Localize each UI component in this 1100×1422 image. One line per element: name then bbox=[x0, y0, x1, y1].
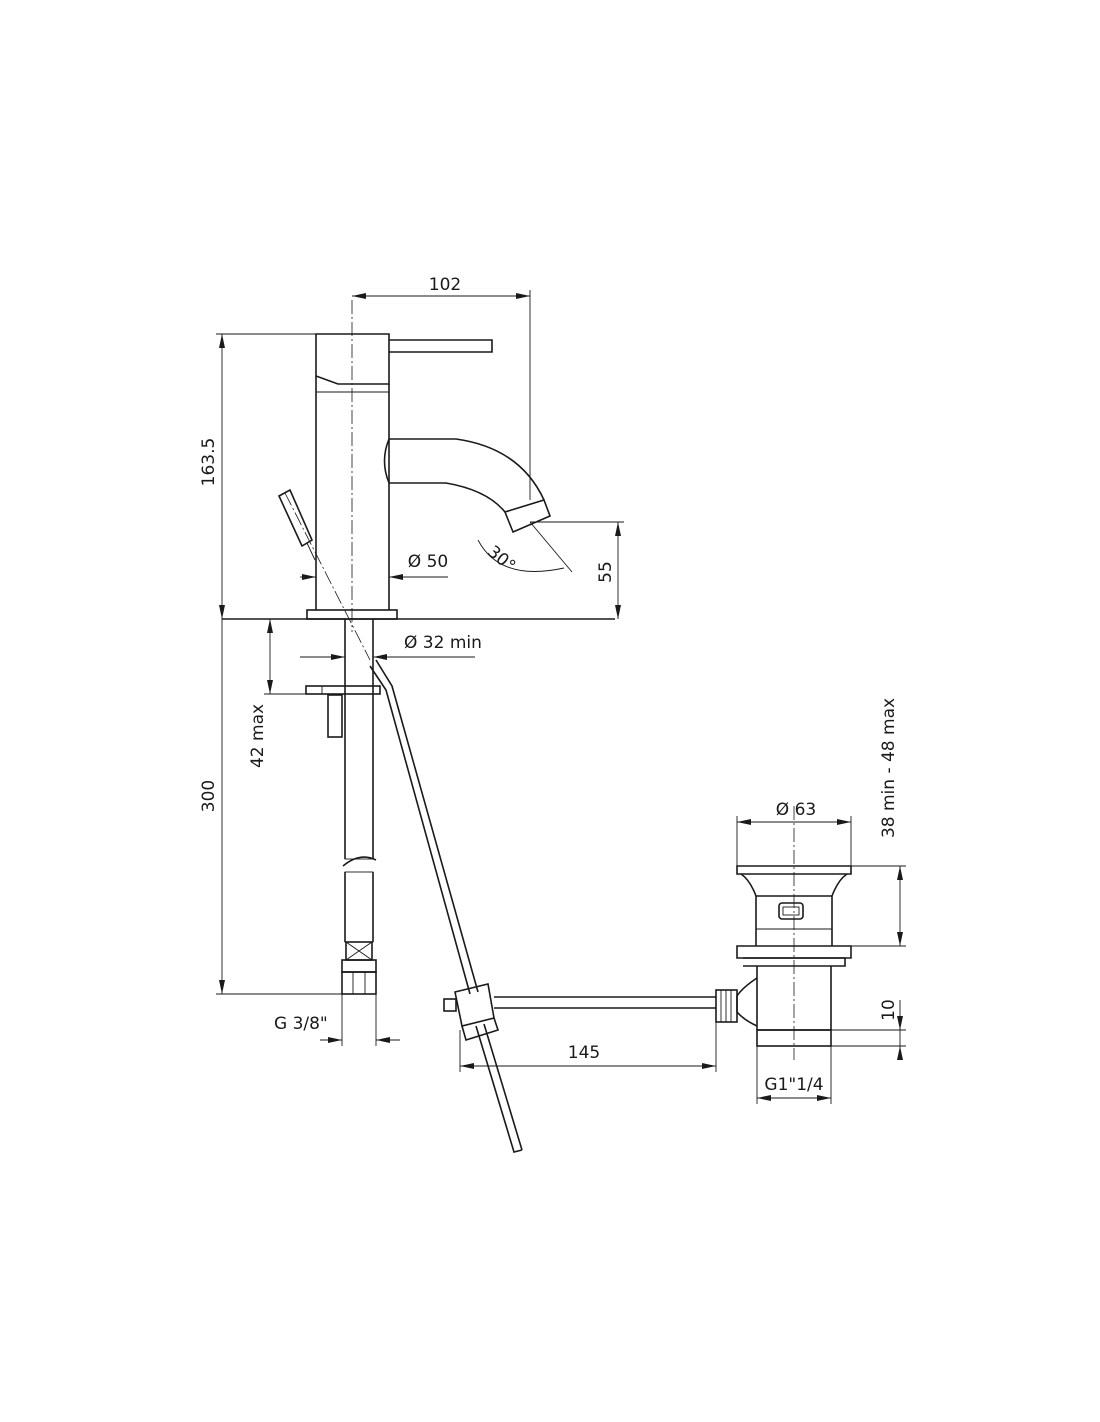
label-max-deck-thickness: 42 max bbox=[248, 704, 268, 768]
mixer-body bbox=[222, 300, 615, 661]
label-waste-range: 38 min - 48 max bbox=[879, 698, 899, 838]
lift-rod bbox=[369, 659, 716, 1153]
label-body-diameter: Ø 50 bbox=[408, 552, 448, 572]
label-spout-angle: 30° bbox=[483, 542, 519, 577]
label-waste-thread: G1"1/4 bbox=[764, 1075, 823, 1095]
label-rod-length: 145 bbox=[568, 1043, 600, 1063]
label-hose-thread: G 3/8" bbox=[274, 1014, 328, 1034]
label-spout-height: 55 bbox=[596, 561, 616, 583]
label-body-height: 163.5 bbox=[199, 438, 219, 487]
label-hose-length: 300 bbox=[199, 780, 219, 812]
dimension-labels: 102 163.5 55 30° Ø 50 Ø 32 min 42 max 30… bbox=[199, 275, 899, 1095]
label-hole-diameter: Ø 32 min bbox=[404, 633, 482, 653]
dimension-lines bbox=[216, 290, 906, 1104]
pop-up-waste bbox=[715, 806, 852, 1060]
label-waste-thread-length: 10 bbox=[879, 999, 899, 1021]
flexible-hoses bbox=[305, 618, 381, 995]
label-spout-reach: 102 bbox=[429, 275, 461, 295]
label-waste-diameter: Ø 63 bbox=[776, 800, 816, 820]
